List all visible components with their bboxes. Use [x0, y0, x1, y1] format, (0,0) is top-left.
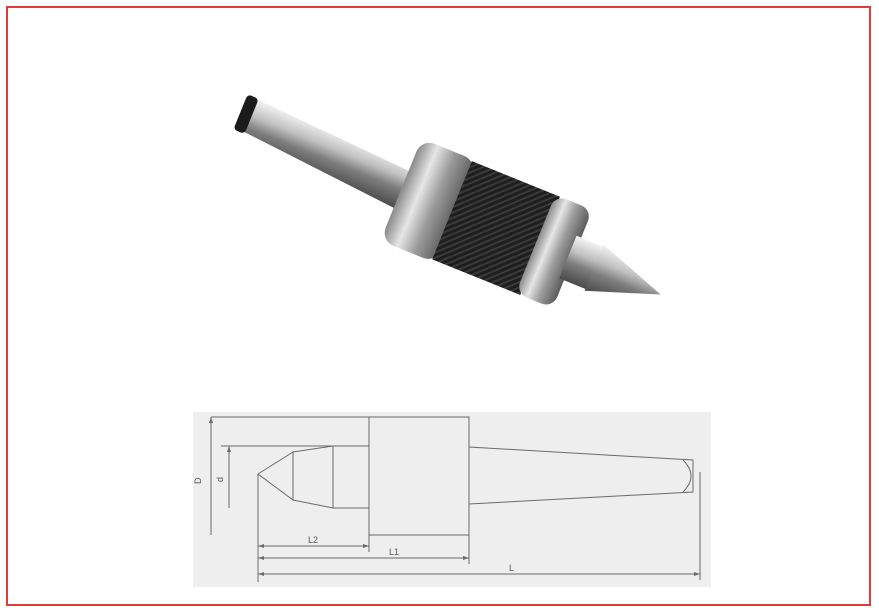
cone-point	[584, 244, 661, 295]
spindle	[559, 235, 605, 290]
drawing-taper	[468, 446, 694, 505]
technical-drawing: D d L2 L1 L	[193, 412, 711, 587]
body-front-ring	[384, 142, 474, 259]
shank-end	[234, 95, 258, 133]
body-rear-ring	[519, 198, 589, 305]
dim-D-label: D	[193, 477, 203, 484]
knurled-band	[432, 161, 560, 295]
drawing-point	[257, 451, 294, 501]
dim-L1-label: L1	[389, 547, 399, 557]
dim-L2-label: L2	[308, 535, 318, 545]
image-frame	[6, 6, 871, 606]
dim-d-label: d	[215, 477, 225, 482]
taper-shank	[241, 98, 414, 211]
live-center-photo	[234, 95, 661, 305]
drawing-spindle	[292, 445, 370, 509]
drawing-body	[368, 416, 470, 536]
dim-L-label: L	[509, 563, 514, 573]
